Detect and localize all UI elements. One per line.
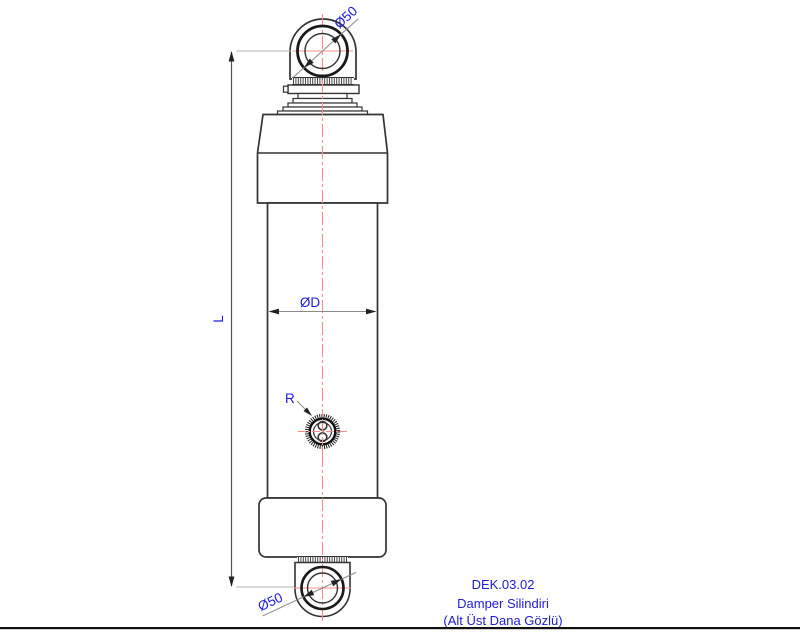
bottom-eye-bore bbox=[294, 565, 351, 611]
drawing-title: Damper Silindiri bbox=[457, 596, 549, 611]
dim-length-arrow-top bbox=[228, 51, 235, 62]
dim-length-label: L bbox=[211, 315, 226, 323]
dim-body-diameter: ØD bbox=[268, 295, 377, 315]
top-eye-outer-circle bbox=[296, 24, 349, 78]
dim-top-eye-arrow-ne bbox=[331, 34, 342, 44]
dim-bottom-eye-arrow-ne bbox=[330, 579, 342, 587]
port-label: R bbox=[285, 391, 295, 406]
dim-top-eye-line bbox=[292, 18, 359, 79]
top-gland-flange bbox=[282, 84, 360, 95]
dim-top-eye-arrow-sw bbox=[303, 58, 314, 68]
dim-body-arrow-right bbox=[366, 308, 377, 315]
drawing-code: DEK.03.02 bbox=[472, 577, 535, 592]
port-leader: R bbox=[285, 391, 312, 416]
bottom-eye-outer-circle bbox=[300, 565, 345, 611]
dim-body-label: ØD bbox=[300, 295, 321, 310]
dim-length-arrow-bottom bbox=[228, 576, 235, 587]
title-block: DEK.03.02 Damper Silindiri (Alt Üst Dana… bbox=[443, 577, 562, 628]
dim-bottom-eye-label: Ø50 bbox=[255, 590, 284, 614]
dim-length: L bbox=[211, 50, 294, 588]
frame-bottom-line bbox=[0, 627, 800, 630]
bottom-eye-inner-circle bbox=[306, 572, 339, 604]
top-eye-inner-circle bbox=[304, 32, 341, 70]
port-leader-arrow bbox=[303, 407, 312, 416]
flange-tab bbox=[282, 85, 289, 93]
dim-body-arrow-left bbox=[268, 308, 279, 315]
drawing-subtitle: (Alt Üst Dana Gözlü) bbox=[443, 613, 562, 628]
flange-body bbox=[287, 84, 360, 95]
oil-port bbox=[298, 409, 347, 454]
dim-bottom-eye-arrow-sw bbox=[303, 589, 315, 597]
